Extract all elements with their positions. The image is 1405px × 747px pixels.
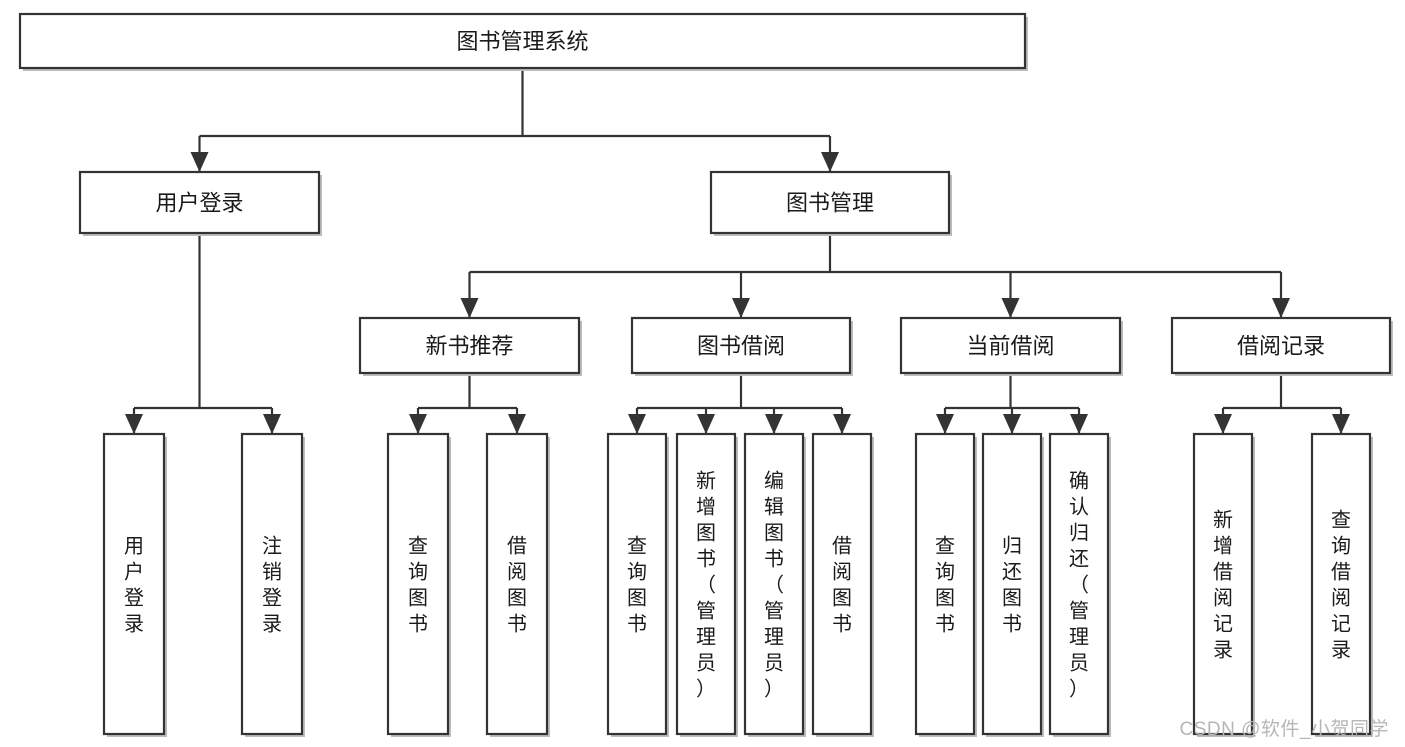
node-label: 用户登录 [124, 535, 144, 635]
node-label: 查询图书 [627, 534, 647, 635]
node-level2-2[interactable]: 图书管理 [709, 170, 952, 236]
arrow-head-icon [821, 152, 839, 172]
node-label: 归还图书 [1002, 534, 1022, 635]
node-label: 用户登录 [155, 191, 243, 216]
node-label: 借阅图书 [507, 534, 527, 635]
arrow-head-icon [936, 414, 954, 434]
node-leaf-11[interactable]: 确认归还（管理员） [1048, 432, 1111, 737]
arrow-head-icon [1070, 414, 1088, 434]
node-leaf-5[interactable]: 查询图书 [606, 432, 669, 737]
arrow-head-icon [508, 414, 526, 434]
node-leaf-9[interactable]: 查询图书 [914, 432, 977, 737]
arrow-head-icon [460, 298, 479, 318]
node-label: 查询图书 [935, 534, 955, 635]
node-level2-1[interactable]: 用户登录 [78, 170, 322, 236]
arrow-head-icon [697, 414, 715, 434]
node-label: 新书推荐 [425, 334, 513, 359]
node-label: 图书管理 [786, 191, 874, 216]
node-leaf-1[interactable]: 用户登录 [102, 432, 167, 737]
node-label: 注销登录 [262, 534, 282, 635]
node-label: 图书借阅 [697, 334, 785, 359]
node-leaf-8[interactable]: 借阅图书 [811, 432, 874, 737]
arrow-head-icon [1003, 414, 1021, 434]
node-boxes: 图书管理系统用户登录图书管理新书推荐图书借阅当前借阅借阅记录用户登录注销登录查询… [18, 12, 1393, 737]
node-label: 查询图书 [408, 534, 428, 635]
arrow-head-icon [628, 414, 646, 434]
node-label: 当前借阅 [966, 334, 1054, 359]
node-label: 借阅图书 [832, 534, 852, 635]
node-label: 编辑图书（管理员） [764, 469, 784, 700]
arrow-head-icon [125, 414, 143, 434]
arrow-head-icon [732, 298, 750, 318]
arrow-head-icon [1272, 298, 1290, 318]
arrow-head-icon [833, 414, 851, 434]
node-level3-4[interactable]: 借阅记录 [1170, 316, 1393, 376]
node-leaf-3[interactable]: 查询图书 [386, 432, 451, 737]
arrow-head-icon [1001, 298, 1020, 318]
node-leaf-2[interactable]: 注销登录 [240, 432, 305, 737]
node-level3-1[interactable]: 新书推荐 [358, 316, 582, 376]
connector-lines [125, 68, 1350, 434]
node-level3-2[interactable]: 图书借阅 [630, 316, 853, 376]
node-label: 借阅记录 [1237, 334, 1325, 359]
node-label: 图书管理系统 [456, 29, 588, 54]
arrow-head-icon [1332, 414, 1350, 434]
arrow-head-icon [263, 414, 281, 434]
arrow-head-icon [409, 414, 427, 434]
arrow-head-icon [190, 152, 209, 172]
node-root-图书管理系统[interactable]: 图书管理系统 [18, 12, 1028, 71]
node-label: 新增图书（管理员） [696, 469, 716, 700]
node-label: 查询借阅记录 [1331, 508, 1351, 661]
node-level3-3[interactable]: 当前借阅 [899, 316, 1123, 376]
node-leaf-6[interactable]: 新增图书（管理员） [675, 432, 738, 737]
node-leaf-7[interactable]: 编辑图书（管理员） [743, 432, 806, 737]
node-leaf-10[interactable]: 归还图书 [981, 432, 1044, 737]
arrow-head-icon [1214, 414, 1232, 434]
node-label: 新增借阅记录 [1213, 508, 1233, 661]
node-leaf-13[interactable]: 查询借阅记录 [1310, 432, 1373, 737]
node-label: 确认归还（管理员） [1069, 469, 1089, 700]
node-leaf-4[interactable]: 借阅图书 [485, 432, 550, 737]
node-leaf-12[interactable]: 新增借阅记录 [1192, 432, 1255, 737]
arrow-head-icon [765, 414, 783, 434]
